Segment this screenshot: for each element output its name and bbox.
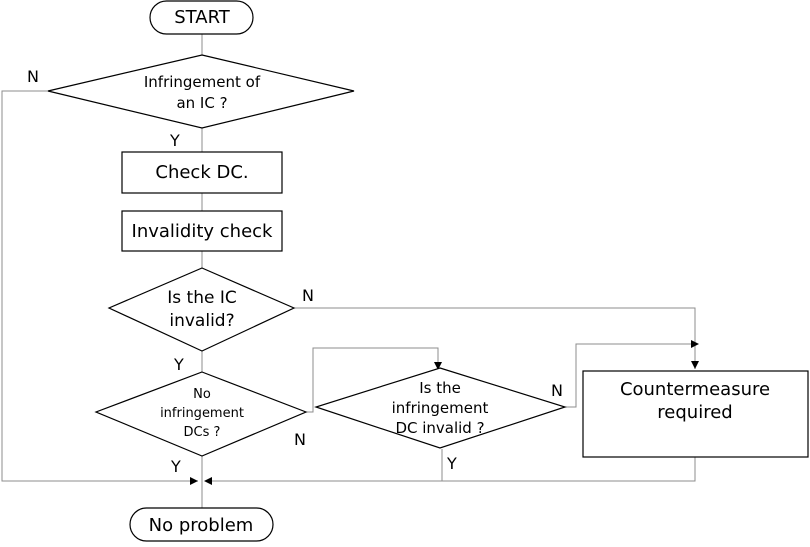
no-dcs-no-label: N: [294, 430, 306, 449]
infringement-yes-label: Y: [169, 131, 180, 150]
no-problem-label: No problem: [149, 515, 254, 536]
arrowheads: [190, 340, 699, 485]
infringement-no-label: N: [27, 67, 39, 86]
dc-invalid-label-line2: infringement: [392, 399, 489, 417]
check-dc-label: Check DC.: [155, 162, 248, 183]
edge-countermeasure-merge: [206, 457, 696, 482]
ic-invalid-no-label: N: [302, 286, 314, 305]
arrowhead-countermeasure-loop: [691, 340, 699, 348]
arrowhead-countermeasure: [691, 361, 699, 369]
ic-invalid-label-line2: invalid?: [169, 311, 234, 331]
dc-invalid-yes-label: Y: [446, 454, 457, 473]
start-label: START: [174, 7, 231, 28]
arrowhead-merge-right: [204, 477, 212, 485]
no-dcs-label-line1: No: [193, 387, 211, 402]
arrowhead-dcinvalid: [434, 362, 442, 370]
invalidity-check-process: [121, 210, 283, 252]
countermeasure-process: [582, 370, 809, 458]
ic-invalid-label-line1: Is the IC: [167, 288, 236, 308]
no-problem-terminal: [129, 507, 274, 542]
no-dcs-label-line2: infringement: [160, 406, 244, 421]
ic-invalid-yes-label: Y: [173, 355, 184, 374]
infringement-label-line2: an IC ?: [176, 94, 227, 112]
dc-invalid-decision: [314, 367, 567, 449]
no-infringement-dcs-decision: [94, 371, 308, 457]
no-dcs-label-line3: DCs ?: [184, 425, 221, 440]
arrowhead-merge-left: [190, 477, 198, 485]
edge-dcinvalid-no: [565, 343, 695, 408]
edge-infringement-no: [1, 90, 198, 482]
ic-invalid-decision: [107, 267, 296, 352]
no-dcs-yes-label: Y: [170, 457, 181, 476]
infringement-label-line1: Infringement of: [144, 73, 261, 91]
edge-icinvalid-no: [294, 307, 696, 369]
dc-invalid-label-line1: Is the: [419, 379, 461, 397]
invalidity-check-label: Invalidity check: [132, 221, 274, 242]
check-dc-process: [121, 151, 283, 194]
dc-invalid-no-label: N: [551, 381, 563, 400]
infringement-decision: [47, 54, 355, 129]
countermeasure-label-line2: required: [657, 402, 732, 423]
edge-nodcs-no: [306, 347, 439, 413]
connectors: [1, 34, 696, 508]
dc-invalid-label-line3: DC invalid ?: [395, 419, 484, 437]
countermeasure-label-line1: Countermeasure: [620, 379, 770, 400]
start-terminal: [149, 0, 254, 35]
